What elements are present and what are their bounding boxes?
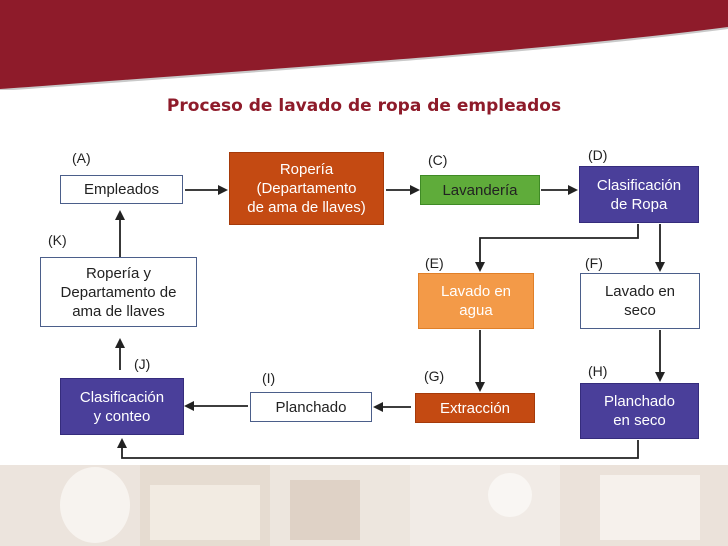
tag-a: (A) (72, 150, 91, 166)
node-clasificacion-conteo: Clasificación y conteo (60, 378, 184, 435)
node-roperia: Ropería (Departamento de ama de llaves) (229, 152, 384, 225)
node-roperia-departamento: Ropería y Departamento de ama de llaves (40, 257, 197, 327)
tag-c: (C) (428, 152, 448, 168)
tag-k: (K) (48, 232, 67, 248)
tag-g: (G) (424, 368, 445, 384)
node-empleados: Empleados (60, 175, 183, 204)
arrow-h-to-j (117, 438, 639, 459)
tag-d: (D) (588, 147, 608, 163)
node-extraccion: Extracción (415, 393, 535, 423)
node-lavado-seco: Lavado en seco (580, 273, 700, 329)
node-planchado-seco: Planchado en seco (580, 383, 699, 439)
page-title: Proceso de lavado de ropa de empleados (166, 96, 562, 116)
tag-j: (J) (134, 356, 151, 372)
node-lavado-agua: Lavado en agua (418, 273, 534, 329)
tag-e: (E) (425, 255, 444, 271)
hotel-photo-strip (0, 465, 728, 546)
tag-i: (I) (262, 370, 276, 386)
tag-f: (F) (585, 255, 603, 271)
header-band (0, 0, 728, 90)
arrow-d-to-e (475, 224, 639, 272)
node-planchado: Planchado (250, 392, 372, 422)
node-clasificacion-ropa: Clasificación de Ropa (579, 166, 699, 223)
tag-h: (H) (588, 363, 608, 379)
node-lavanderia: Lavandería (420, 175, 540, 205)
